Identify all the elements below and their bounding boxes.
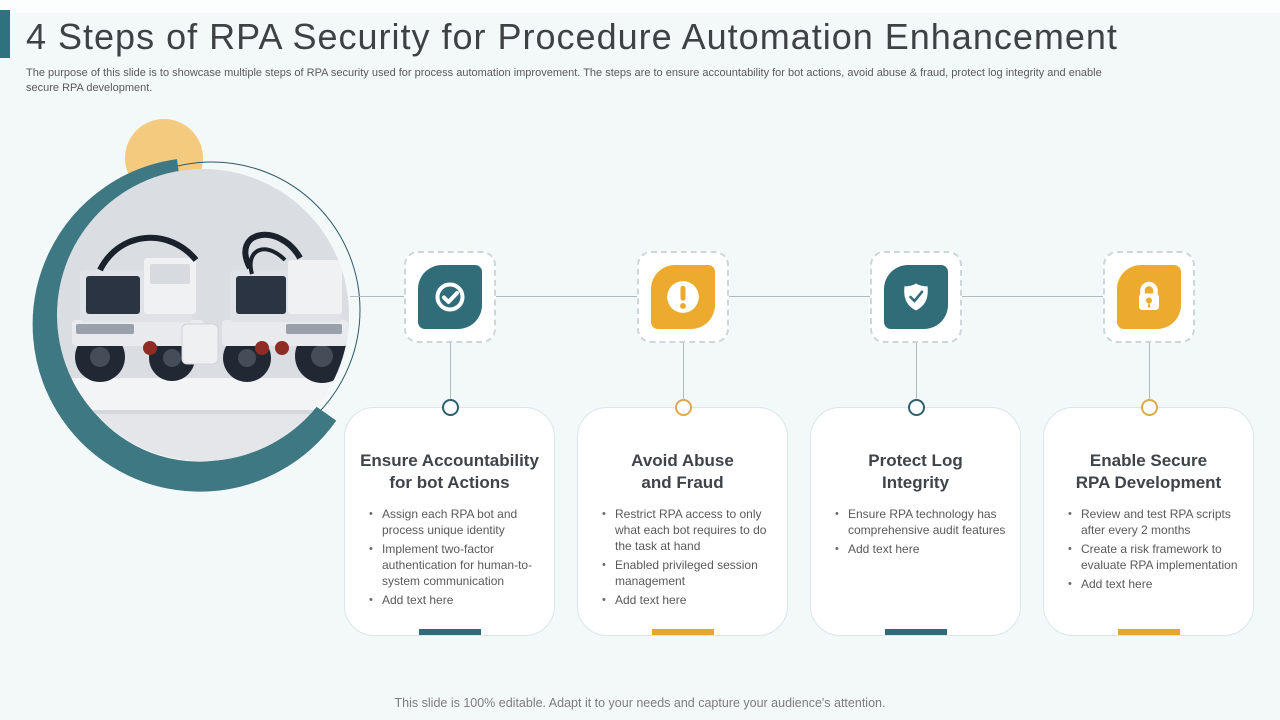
bullet-item: Review and test RPA scripts after every … [1068,507,1241,539]
connector-line [916,343,917,400]
bullet-item: Ensure RPA technology has comprehensive … [835,507,1008,539]
timeline-node [908,399,925,416]
connector-line [450,343,451,400]
card-title: Avoid Abuse and Fraud [631,451,734,493]
card-title: Ensure Accountability for bot Actions [360,451,539,493]
connector-line [1149,343,1150,400]
top-strip [0,0,1280,13]
card-accent-bar [1117,629,1180,635]
step-card-avoid-abuse: Avoid Abuse and Fraud Restrict RPA acces… [577,407,788,636]
bullet-list: Ensure RPA technology has comprehensive … [811,507,1020,558]
check-circle-icon [418,265,482,329]
bullet-item: Add text here [1068,577,1241,593]
step-1-icon-box [404,251,496,343]
bullet-list: Restrict RPA access to only what each bo… [578,507,787,609]
shield-check-icon [884,265,948,329]
card-title: Enable Secure RPA Development [1075,451,1222,493]
step-4-icon-box [1103,251,1195,343]
timeline-node [1141,399,1158,416]
bullet-list: Assign each RPA bot and process unique i… [345,507,554,609]
bullet-item: Add text here [835,542,1008,558]
exclamation-icon [651,265,715,329]
bullet-item: Create a risk framework to evaluate RPA … [1068,542,1241,574]
rpa-robots-graphic [32,119,361,492]
step-card-enable-secure: Enable Secure RPA Development Review and… [1043,407,1254,636]
timeline-line [350,296,1150,297]
bullet-list: Review and test RPA scripts after every … [1044,507,1253,593]
robot-right [222,231,349,383]
bullet-item: Add text here [602,593,775,609]
bullet-item: Implement two-factor authentication for … [369,542,542,590]
bullet-item: Enabled privileged session management [602,558,775,590]
card-accent-bar [651,629,714,635]
connector-line [683,343,684,400]
card-accent-bar [418,629,481,635]
robot-left [72,234,219,382]
page-title: 4 Steps of RPA Security for Procedure Au… [26,16,1118,57]
title-accent-bar [0,10,10,58]
timeline-node [442,399,459,416]
padlock-icon [1117,265,1181,329]
page-subtitle: The purpose of this slide is to showcase… [26,67,1102,95]
step-3-icon-box [870,251,962,343]
bullet-item: Restrict RPA access to only what each bo… [602,507,775,555]
timeline-node [675,399,692,416]
card-accent-bar [884,629,947,635]
bullet-item: Add text here [369,593,542,609]
card-title: Protect Log Integrity [868,451,963,493]
footer-note: This slide is 100% editable. Adapt it to… [394,696,886,710]
step-2-icon-box [637,251,729,343]
bullet-item: Assign each RPA bot and process unique i… [369,507,542,539]
step-card-protect-log: Protect Log Integrity Ensure RPA technol… [810,407,1021,636]
teal-arc [32,159,337,492]
step-card-ensure-accountability: Ensure Accountability for bot Actions As… [344,407,555,636]
